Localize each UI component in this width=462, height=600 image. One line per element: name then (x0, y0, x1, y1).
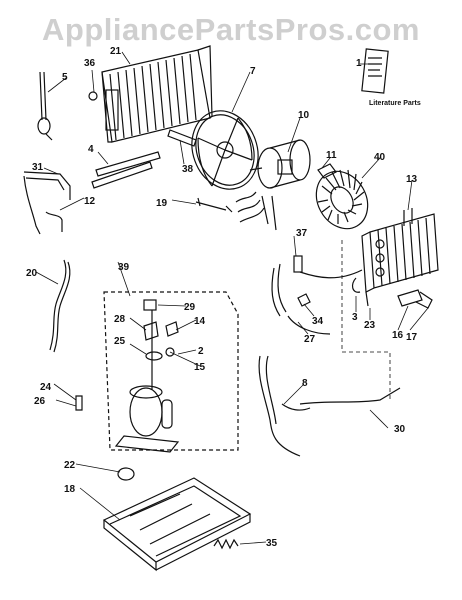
callout-4: 4 (88, 144, 94, 155)
part-5-tube (37, 71, 53, 141)
part-1-literature (361, 48, 389, 94)
callout-16: 16 (392, 330, 404, 341)
callout-17: 17 (406, 332, 418, 343)
callout-15: 15 (194, 362, 206, 373)
callout-20: 20 (26, 268, 38, 279)
callout-3: 3 (352, 312, 358, 323)
callout-27: 27 (304, 334, 316, 345)
callout-19: 19 (156, 198, 168, 209)
callout-28: 28 (114, 314, 126, 325)
callout-31: 31 (32, 162, 44, 173)
callout-5: 5 (62, 72, 68, 83)
part-40-blower-wheel (315, 169, 369, 230)
part-36-nut (88, 91, 98, 101)
callout-14: 14 (194, 316, 206, 327)
part-4-bar (91, 151, 161, 189)
part-3-clip (351, 277, 361, 293)
callout-35: 35 (266, 538, 278, 549)
part-20-cord (49, 259, 71, 353)
part-16-17-bracket (397, 289, 433, 309)
callout-29: 29 (184, 302, 196, 313)
part-37-fitting (271, 255, 363, 317)
callout-25: 25 (114, 336, 126, 347)
callout-38: 38 (182, 164, 194, 175)
part-31-tube (23, 171, 71, 200)
part-19-screw (195, 197, 233, 213)
callout-1: 1 (356, 58, 362, 69)
part-30-tube (258, 355, 301, 457)
part-12-tube (23, 175, 63, 235)
part-route-dashed (341, 240, 391, 400)
callout-13: 13 (406, 174, 418, 185)
callout-21: 21 (110, 46, 122, 57)
callout-23: 23 (364, 320, 376, 331)
callout-39: 39 (118, 262, 130, 273)
callout-37: 37 (296, 228, 308, 239)
callout-18: 18 (64, 484, 76, 495)
callout-7: 7 (250, 66, 256, 77)
part-23-pin (365, 291, 369, 307)
part-24-grommet (75, 395, 83, 411)
part-7-fan-blade (191, 110, 259, 190)
callout-30: 30 (394, 424, 406, 435)
part-39-compressor-group (103, 291, 239, 453)
part-22-mount (117, 467, 135, 481)
part-34-clip (297, 293, 311, 307)
part-13-evaporator (361, 208, 439, 293)
callout-10: 10 (298, 110, 310, 121)
callout-12: 12 (84, 196, 96, 207)
part-18-base-pan (102, 477, 252, 572)
callout-40: 40 (374, 152, 386, 163)
callout-34: 34 (312, 316, 324, 327)
part-27-tube (287, 315, 331, 335)
callout-11: 11 (326, 150, 337, 161)
part-11-clip (317, 163, 337, 179)
watermark-text: AppliancePartsPros.com (42, 12, 420, 47)
callout-2: 2 (198, 346, 204, 357)
callout-8: 8 (302, 378, 308, 389)
part-35-clip (213, 538, 239, 550)
callout-36: 36 (84, 58, 96, 69)
part-10-motor (235, 139, 311, 231)
literature-caption: Literature Parts (369, 100, 421, 107)
part-6-tube (281, 387, 401, 411)
callout-24: 24 (40, 382, 52, 393)
callout-22: 22 (64, 460, 76, 471)
part-38-bracket (167, 129, 197, 147)
callout-26: 26 (34, 396, 46, 407)
